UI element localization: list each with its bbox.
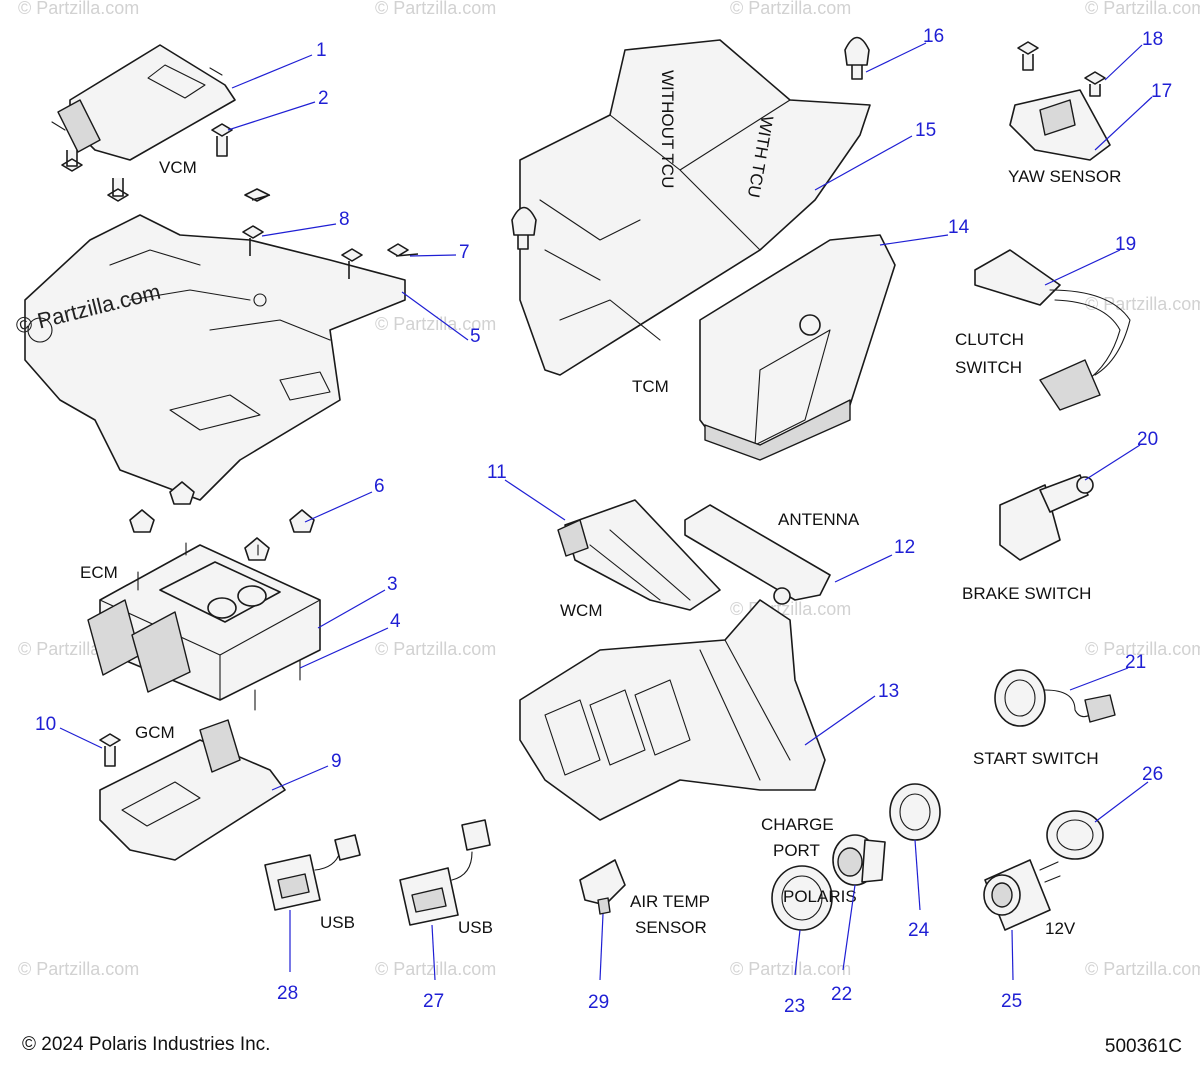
callout-1: 1 — [316, 40, 327, 61]
watermark-faint: © Partzilla.com — [18, 959, 139, 979]
without-tcu-text: WITHOUT TCU — [658, 70, 677, 188]
callout-13: 13 — [878, 681, 899, 702]
usb-port-27 — [399, 819, 491, 926]
screws — [242, 188, 419, 279]
bracket-plugs — [511, 36, 870, 250]
callout-3: 3 — [387, 574, 398, 595]
watermark-faint: © Partzilla.com — [730, 0, 851, 18]
watermark-faint: © Partzilla.com — [18, 0, 139, 18]
usb-port-28 — [264, 834, 361, 911]
watermark-faint: © Partzilla.com — [1085, 959, 1200, 979]
label-gcm: GCM — [135, 723, 175, 742]
charge-port — [832, 834, 886, 886]
callout-15: 15 — [915, 120, 936, 141]
callout-14: 14 — [948, 217, 970, 238]
label-switch: SWITCH — [955, 358, 1022, 377]
callout-17: 17 — [1151, 81, 1172, 102]
label-12v: 12V — [1045, 919, 1076, 938]
callout-7: 7 — [459, 242, 470, 263]
twelve-v-outlet — [983, 859, 1061, 931]
brake-switch — [999, 474, 1094, 561]
label-tcm: TCM — [632, 377, 669, 396]
polaris-logo-text: POLARIS — [783, 887, 857, 906]
tcm-bracket: WITHOUT TCU WITH TCU — [519, 39, 871, 376]
callout-10: 10 — [35, 714, 56, 735]
label-ecm: ECM — [80, 563, 118, 582]
callout-26: 26 — [1142, 764, 1163, 785]
ecm-module — [87, 542, 321, 711]
watermark-faint: © Partzilla.com — [375, 639, 496, 659]
air-temp-sensor — [579, 859, 626, 915]
charge-port-nut — [889, 783, 941, 841]
callout-5: 5 — [470, 326, 481, 347]
yaw-sensor — [1009, 41, 1111, 161]
ecm-clips — [129, 481, 315, 561]
label-air-temp: AIR TEMP — [630, 892, 710, 911]
label-port: PORT — [773, 841, 820, 860]
start-switch — [994, 669, 1116, 727]
charge-port-cap: POLARIS — [771, 865, 857, 931]
gcm-module — [99, 719, 286, 861]
label-usb-28: USB — [320, 913, 355, 932]
vcm-module — [51, 44, 236, 161]
tcm-module — [699, 234, 896, 461]
leader-lines — [59, 42, 1153, 981]
label-charge: CHARGE — [761, 815, 834, 834]
watermark-faint: © Partzilla.com — [375, 0, 496, 18]
callout-21: 21 — [1125, 652, 1146, 673]
footer-diagram-code: 500361C — [1104, 1036, 1182, 1057]
watermark-faint: © Partzilla.com — [1085, 0, 1200, 18]
antenna-module — [684, 504, 831, 605]
clutch-switch — [974, 249, 1131, 411]
label-sensor: SENSOR — [635, 918, 707, 937]
callout-2: 2 — [318, 88, 329, 109]
watermark-faint: © Partzilla.com — [375, 314, 496, 334]
watermark-faint: © Partzilla.com — [375, 959, 496, 979]
callout-23: 23 — [784, 996, 805, 1017]
vcm-push-rivets — [61, 123, 233, 202]
callout-29: 29 — [588, 992, 609, 1013]
callout-27: 27 — [423, 991, 444, 1012]
watermark-faint: © Partzilla.com — [1085, 294, 1200, 314]
label-usb-27: USB — [458, 918, 493, 937]
wcm-module — [557, 499, 721, 611]
label-antenna: ANTENNA — [778, 510, 860, 529]
label-clutch: CLUTCH — [955, 330, 1024, 349]
ecm-bracket — [24, 214, 406, 501]
callout-9: 9 — [331, 751, 342, 772]
label-brake-switch: BRAKE SWITCH — [962, 584, 1091, 603]
part-labels: VCM TCM YAW SENSOR CLUTCH SWITCH ANTENNA… — [80, 158, 1121, 938]
callout-4: 4 — [390, 611, 401, 632]
callout-20: 20 — [1137, 429, 1158, 450]
callout-numbers: 1 2 3 4 5 6 7 8 9 10 11 12 13 14 15 16 1… — [35, 26, 1172, 1017]
watermark-faint: © Partzilla.com — [730, 959, 851, 979]
label-wcm: WCM — [560, 601, 602, 620]
callout-6: 6 — [374, 476, 385, 497]
callout-8: 8 — [339, 209, 350, 230]
watermark-faint: © Partzilla.com — [1085, 639, 1200, 659]
callout-16: 16 — [923, 26, 944, 47]
callout-19: 19 — [1115, 234, 1136, 255]
label-vcm: VCM — [159, 158, 197, 177]
label-yaw-sensor: YAW SENSOR — [1008, 167, 1121, 186]
footer-copyright: © 2024 Polaris Industries Inc. — [22, 1034, 271, 1055]
callout-24: 24 — [908, 920, 930, 941]
mounting-tray — [519, 599, 826, 821]
callout-28: 28 — [277, 983, 298, 1004]
twelve-v-ring — [1046, 810, 1104, 860]
label-start-switch: START SWITCH — [973, 749, 1099, 768]
callout-18: 18 — [1142, 29, 1163, 50]
callout-12: 12 — [894, 537, 915, 558]
callout-22: 22 — [831, 984, 852, 1005]
callout-25: 25 — [1001, 991, 1022, 1012]
callout-11: 11 — [487, 462, 507, 483]
